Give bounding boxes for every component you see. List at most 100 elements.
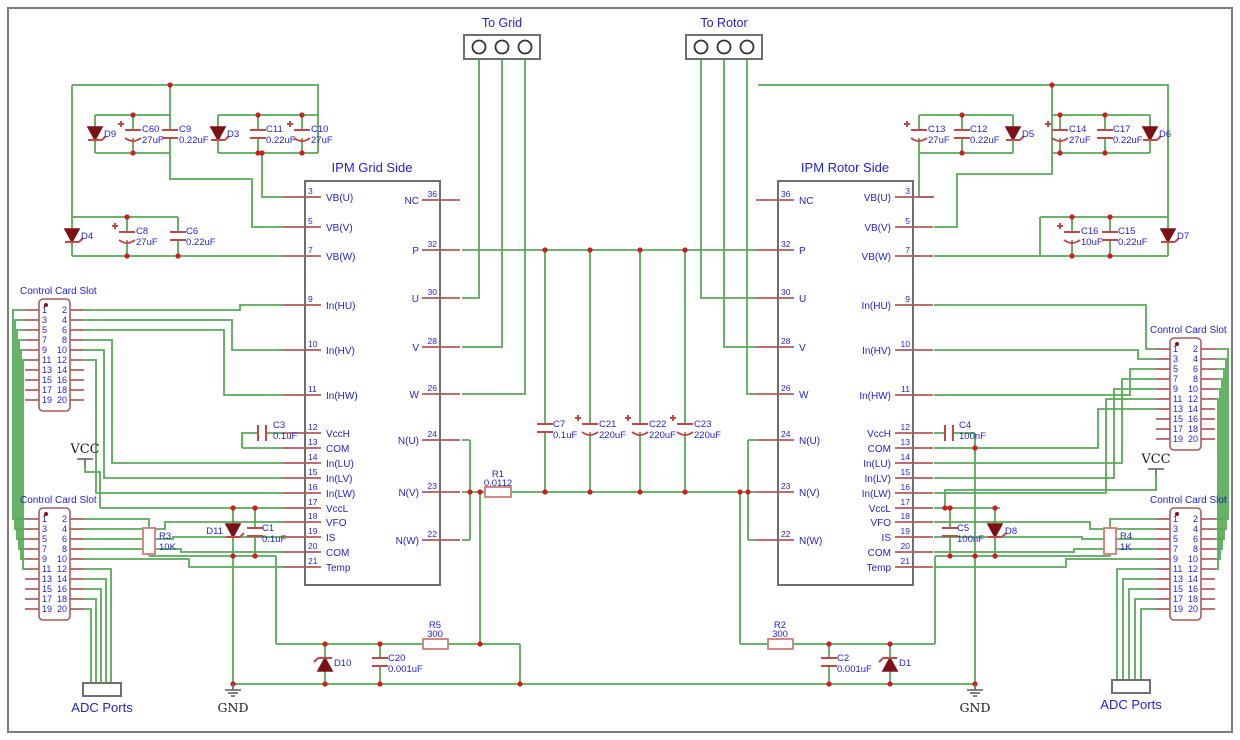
cap-ref: C13 <box>928 124 945 135</box>
pin-number: 19 <box>901 526 911 536</box>
sheet-border <box>7 7 1233 733</box>
pin-number: 9 <box>905 294 910 304</box>
cap-value: 0.22uF <box>1118 237 1148 248</box>
pin-number: 16 <box>901 482 911 492</box>
pin-name: N(W) <box>396 536 419 547</box>
resistor-ref: R3 <box>159 531 171 542</box>
resistor-ref: R2 <box>774 620 786 631</box>
cap-value: 27uF <box>1069 135 1091 146</box>
to-grid-connector[interactable]: To Grid <box>463 16 541 60</box>
pin-number: 18 <box>308 511 318 521</box>
control-card-slot-upper-left[interactable] <box>24 298 85 412</box>
control-card-slot-lower-left[interactable] <box>24 507 85 621</box>
diode-ref: D7 <box>1177 231 1189 242</box>
pin-number: 14 <box>901 452 911 462</box>
pin-number: 10 <box>308 339 318 349</box>
pin-name: IS <box>326 533 336 544</box>
cap-value: 0.1uF <box>553 430 577 441</box>
cap-ref: C9 <box>179 124 191 135</box>
cap-ref: C1 <box>262 523 274 534</box>
connector-pin <box>494 39 510 55</box>
cap-value: 0.22uF <box>266 135 296 146</box>
adc-ports-right[interactable]: ADC Ports <box>1100 679 1162 712</box>
cap-value: 0.001uF <box>837 664 872 675</box>
pin-number: 26 <box>428 383 438 393</box>
resistor-body[interactable] <box>422 638 449 650</box>
junction-dots <box>124 82 1113 687</box>
pin-number: 32 <box>781 239 791 249</box>
resistor-value: 300 <box>427 629 443 640</box>
pin-name: N(W) <box>799 536 822 547</box>
pin-number: 28 <box>781 336 791 346</box>
vcc-symbol <box>77 458 93 465</box>
pin-name: U <box>799 294 806 305</box>
cap-ref: C5 <box>957 523 969 534</box>
vcc-symbol <box>1148 468 1164 475</box>
cap-ref: C21 <box>599 419 616 430</box>
pin-name: N(V) <box>799 488 820 499</box>
diode-ref: D6 <box>1159 129 1171 140</box>
cap-value: 0.22uF <box>970 135 1000 146</box>
diode-ref: D1 <box>899 658 911 669</box>
pin-name: NC <box>405 196 419 207</box>
gnd-label: GND <box>960 700 991 715</box>
pin-name: In(HV) <box>862 346 891 357</box>
pin-number: 32 <box>428 239 438 249</box>
pin-number: 26 <box>781 383 791 393</box>
pin-number: 21 <box>308 556 318 566</box>
diode-ref: D10 <box>334 658 351 669</box>
connector-pin <box>716 39 732 55</box>
pin-number: 22 <box>781 529 791 539</box>
diode-ref: D4 <box>81 231 93 242</box>
pin-name: VB(W) <box>862 252 891 263</box>
pin-name: V <box>799 343 806 354</box>
cap-value: 100nF <box>957 534 984 545</box>
cap-value: 27uF <box>311 135 333 146</box>
pin-number: 12 <box>308 422 318 432</box>
pin-name: VB(U) <box>326 193 353 204</box>
pin-name: In(LW) <box>862 489 891 500</box>
resistor-body[interactable] <box>1103 527 1117 555</box>
diodes[interactable]: D9 D3 D4 D5 D6 D7 D11 D8 D10 D1 <box>64 126 1189 672</box>
control-card-slot-lower-right[interactable] <box>1155 507 1216 621</box>
cap-ref: C8 <box>136 226 148 237</box>
pin-number: 5 <box>905 216 910 226</box>
resistors[interactable]: R1 0.0112 R5 300 R2 300 R3 10K R4 1K <box>142 469 1132 650</box>
cap-value: 220uF <box>649 430 676 441</box>
pin-number: 12 <box>901 422 911 432</box>
vcc-label: VCC <box>1140 452 1170 467</box>
resistor-body[interactable] <box>484 486 512 498</box>
pin-number: 17 <box>901 497 911 507</box>
pin-name: VB(U) <box>864 193 891 204</box>
resistor-body[interactable] <box>767 638 794 650</box>
slot-label: Control Card Slot <box>20 495 97 506</box>
gnd-label: GND <box>218 700 249 715</box>
pin-name: COM <box>868 444 891 455</box>
to-rotor-connector[interactable]: To Rotor <box>685 16 763 60</box>
pin-number: 10 <box>901 339 911 349</box>
pin-number: 18 <box>901 511 911 521</box>
cap-ref: C7 <box>553 419 565 430</box>
to-grid-label: To Grid <box>482 16 522 30</box>
pin-number: 13 <box>901 437 911 447</box>
adc-ports-label: ADC Ports <box>71 700 133 715</box>
resistor-body[interactable] <box>142 527 156 555</box>
cap-ref: C60 <box>142 124 159 135</box>
pin-name: U <box>412 294 419 305</box>
adc-ports-label: ADC Ports <box>1100 697 1162 712</box>
pin-number: 21 <box>901 556 911 566</box>
power-symbols: VCC VCC GND GND <box>69 442 1170 715</box>
ipm-grid-side[interactable]: IPM Grid Side 3VB(U) 5VB(V) 7VB(W) 9In(H… <box>283 160 460 586</box>
resistor-value: 10K <box>159 542 177 553</box>
pin-name: IS <box>882 533 892 544</box>
adc-ports-left[interactable]: ADC Ports <box>71 682 133 715</box>
control-card-slot-upper-right[interactable] <box>1155 337 1216 451</box>
cap-value: 0.001uF <box>388 664 423 675</box>
resistor-value: 0.0112 <box>484 478 512 489</box>
pin-number: 23 <box>781 481 791 491</box>
pin-name: P <box>799 246 806 257</box>
cap-ref: C10 <box>311 124 328 135</box>
